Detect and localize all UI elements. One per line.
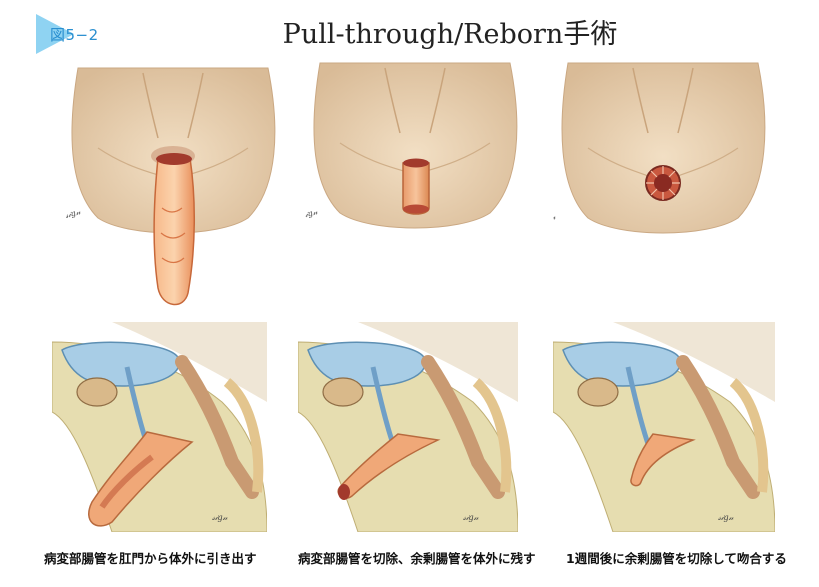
buttocks-skin bbox=[561, 62, 766, 234]
perineal-view-pullthrough: 𝓈𝒾𝑔𝓃 bbox=[58, 58, 288, 316]
pulled-out-bowel bbox=[153, 157, 195, 306]
perineal-view-stump: 𝓈𝒾𝑔𝓃 bbox=[305, 58, 525, 238]
caption-step-3: 1週間後に余剰腸管を切除して吻合する bbox=[566, 551, 787, 566]
figure-title: Pull-through/Reborn手術 bbox=[282, 19, 618, 50]
anastomosed-bowel bbox=[630, 433, 696, 487]
sagittal-view-resected: 𝓈𝒾𝑔𝓃 bbox=[298, 322, 518, 532]
buttocks-skin bbox=[313, 62, 518, 229]
svg-text:𝓈𝒾𝑔𝓃: 𝓈𝒾𝑔𝓃 bbox=[718, 513, 735, 522]
pubic-bone bbox=[76, 377, 118, 407]
figure-label: 図5−2 bbox=[50, 26, 99, 44]
svg-text:𝓈𝒾𝑔𝓃: 𝓈𝒾𝑔𝓃 bbox=[212, 513, 229, 522]
sagittal-view-anastomosis: 𝓈𝒾𝑔𝓃 bbox=[553, 322, 775, 532]
pubic-bone bbox=[322, 377, 364, 407]
perineal-view-anastomosis: 𝓈𝒾𝑔𝓃 bbox=[553, 58, 773, 243]
caption-step-2: 病変部腸管を切除、余剰腸管を体外に残す bbox=[298, 551, 536, 566]
svg-text:𝓈𝒾𝑔𝓃: 𝓈𝒾𝑔𝓃 bbox=[553, 212, 558, 225]
svg-text:𝓈𝒾𝑔𝓃: 𝓈𝒾𝑔𝓃 bbox=[64, 207, 82, 220]
pubic-bone bbox=[577, 377, 619, 407]
sagittal-view-pullthrough: 𝓈𝒾𝑔𝓃 bbox=[52, 322, 267, 532]
svg-text:𝓈𝒾𝑔𝓃: 𝓈𝒾𝑔𝓃 bbox=[305, 207, 320, 220]
caption-step-1: 病変部腸管を肛門から体外に引き出す bbox=[44, 551, 257, 566]
figure-label-tag: 図5−2 bbox=[36, 14, 114, 54]
pulled-bowel bbox=[88, 431, 194, 527]
svg-text:𝓈𝒾𝑔𝓃: 𝓈𝒾𝑔𝓃 bbox=[463, 513, 480, 522]
figure-label-triangle bbox=[36, 14, 74, 54]
